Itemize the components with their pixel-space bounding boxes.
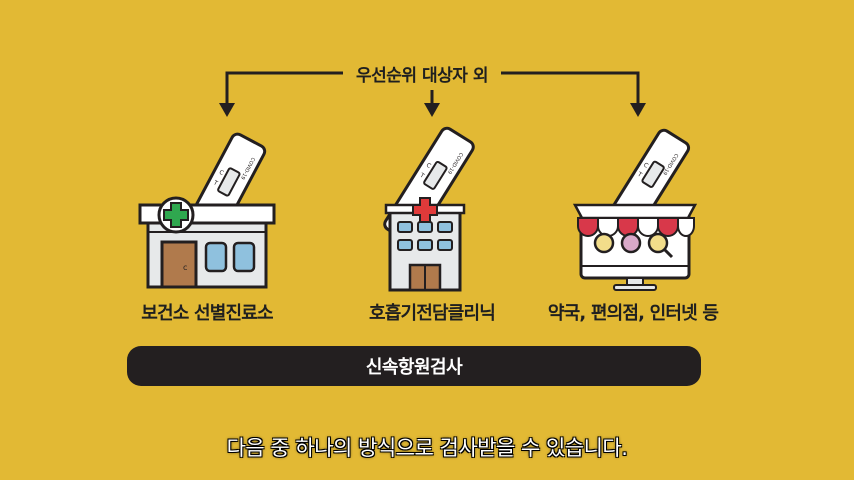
svg-text:T: T <box>635 170 643 179</box>
arrow-down-icon <box>424 103 440 117</box>
online-store-icon: COVID-19 C T <box>572 128 698 291</box>
connector-lines <box>225 71 640 104</box>
rapid-antigen-test-bar: 신속항원검사 <box>127 346 701 386</box>
svg-text:T: T <box>418 171 426 180</box>
health-center-icon: COVID-19 C T c <box>138 132 276 289</box>
svg-text:C: C <box>425 162 432 170</box>
svg-text:C: C <box>642 161 649 169</box>
category-label-respiratory-clinic: 호흡기전담클리닉 <box>368 303 496 324</box>
arrow-down-icon <box>630 103 646 117</box>
category-label-health-center: 보건소 선별진료소 <box>141 303 273 324</box>
clinic-building-icon: COVID-19 C T <box>383 126 475 292</box>
arrow-down-icon <box>219 103 235 117</box>
category-label-pharmacy: 약국, 편의점, 인터넷 등 <box>547 303 719 324</box>
svg-text:T: T <box>211 179 219 188</box>
svg-text:C: C <box>218 169 225 177</box>
arrow-heads <box>219 103 646 117</box>
priority-target-label: 우선순위 대상자 외 <box>343 56 501 90</box>
video-subtitle: 다음 중 하나의 방식으로 검사받을 수 있습니다. <box>226 436 628 460</box>
svg-text:c: c <box>183 263 187 272</box>
